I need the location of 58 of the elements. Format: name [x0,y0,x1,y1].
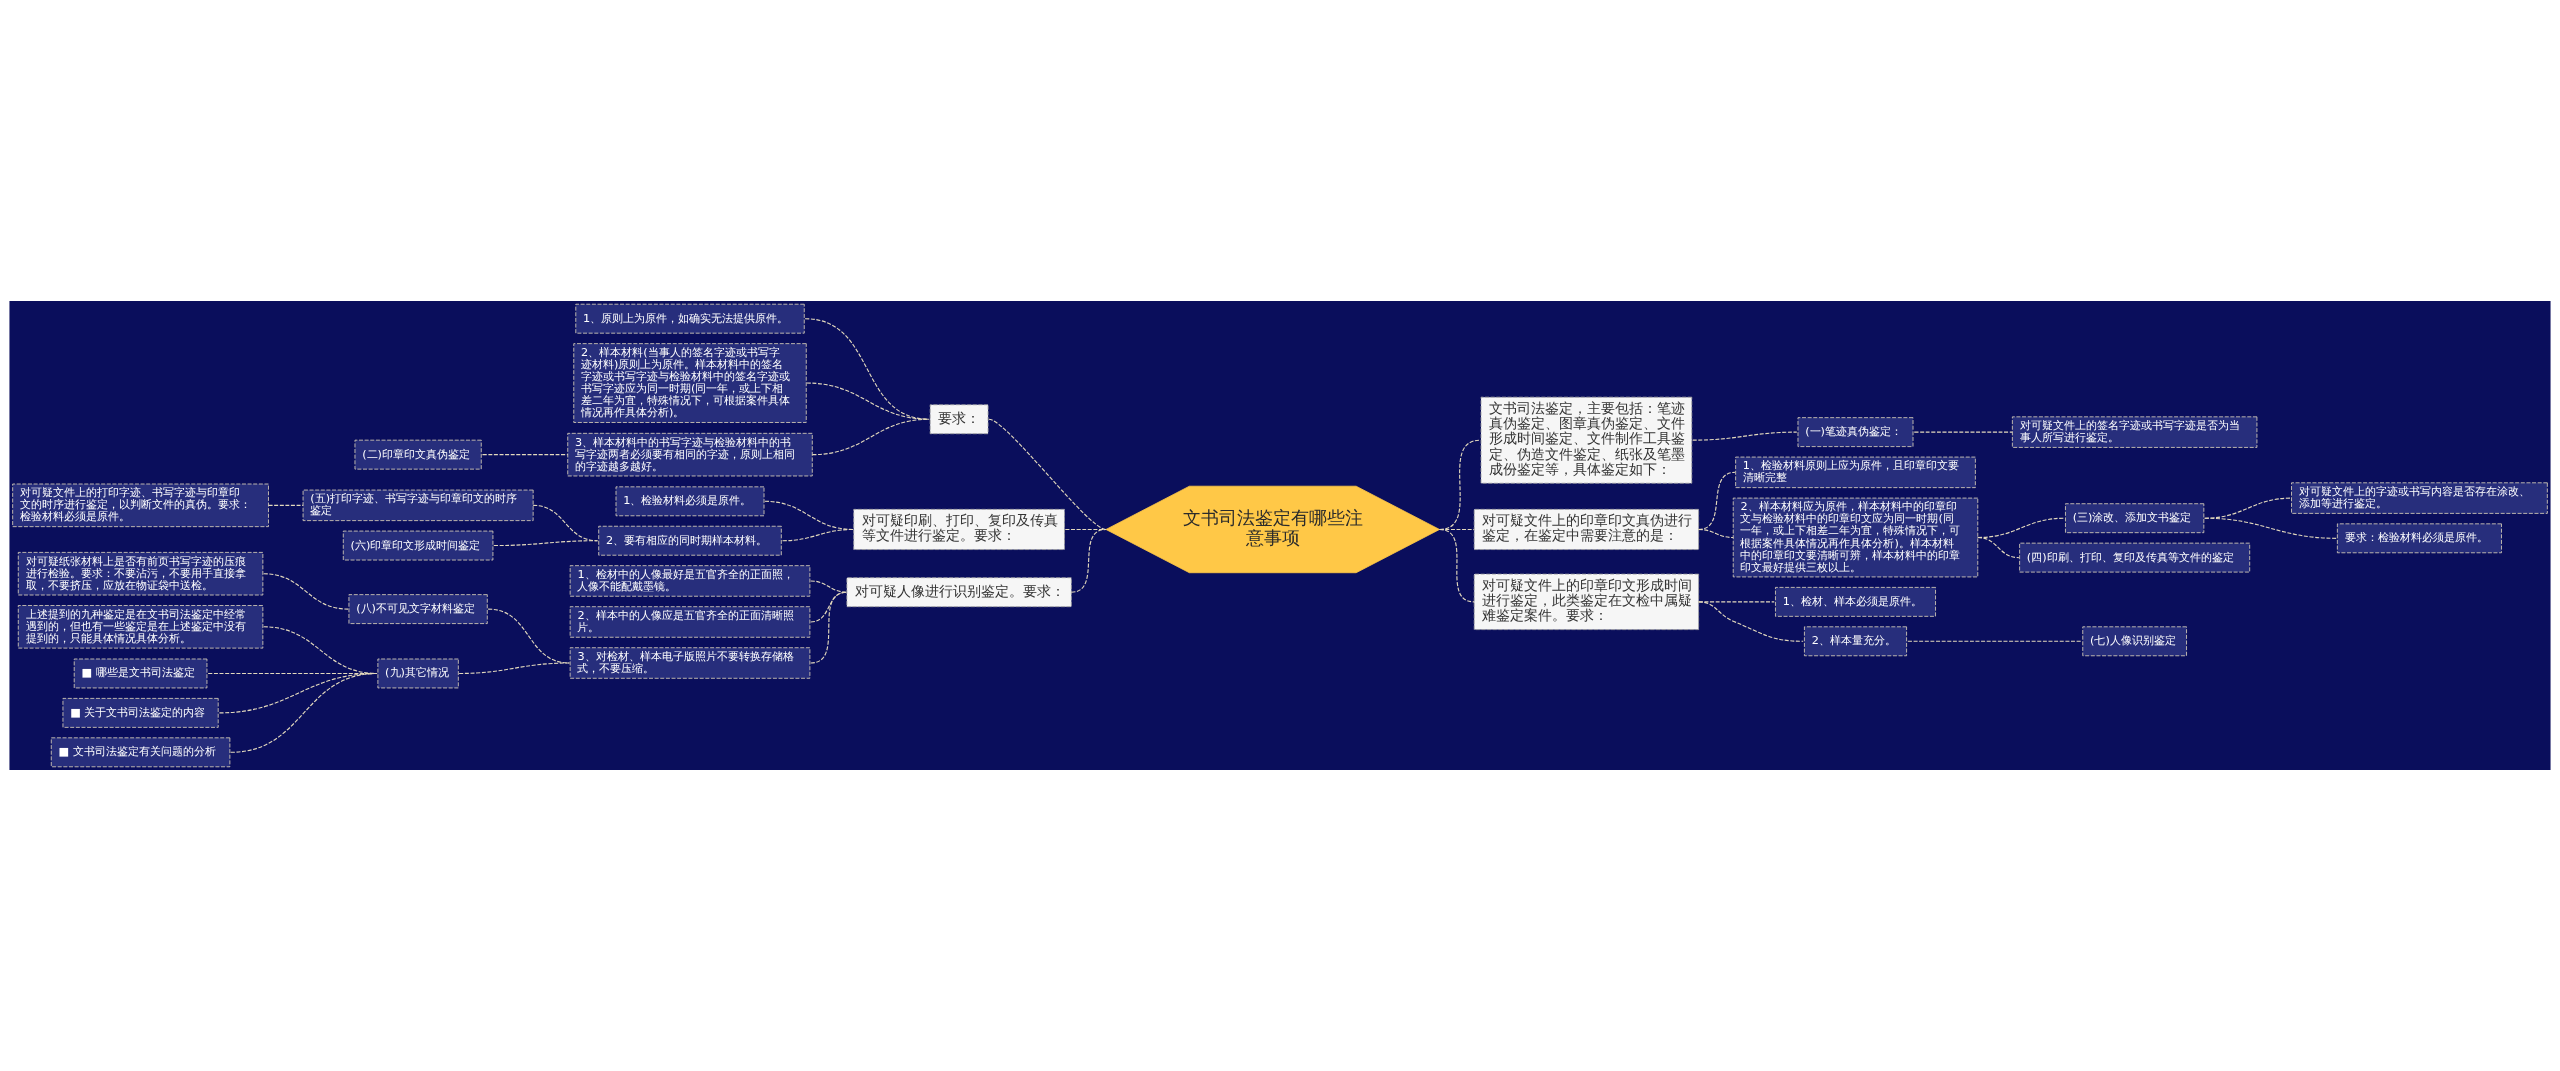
node-box: ■ 哪些是文书司法鉴定 [73,658,208,689]
node-box: ■ 关于文书司法鉴定的内容 [62,698,219,728]
node-box: (七)人像识别鉴定 [2082,626,2187,657]
connector [1913,431,2013,433]
node-box: 1、原则上为原件，如确实无法提供原件。 [575,303,805,334]
connector [810,591,848,664]
node-box: 对可疑印刷、打印、复印及传真等文件进行鉴定。要求： [853,508,1065,550]
node-box: (九)其它情况 [377,658,459,689]
node-box: 对可疑文件上的打印字迹、书写字迹与印章印文的时序进行鉴定，以判断文件的真伪。要求：检验材料必须是原件。 [12,483,269,528]
connector [1692,431,1798,441]
node-box: (六)印章印文形成时间鉴定 [342,530,494,561]
node-box: 1、检材、样本必须是原件。 [1775,587,1936,617]
node-box: 2、样本材料(当事人的签名字迹或书写字迹材料)原则上为原件。样本材料中的签名字迹或书写字迹与检验材料中的签名字迹或书写字迹应为同一时期(同一年，或上下相差二年为宜，特殊情况下，可根据案件具体情况再作具体分析)。 [573,343,807,423]
node-box: ■ 文书司法鉴定有关问题的分析 [50,737,231,768]
node-box: 1、检验材料必须是原件。 [615,486,765,517]
node-box: 2、样本量充分。 [1804,626,1907,657]
connector [1698,601,1804,642]
node-box: 2、样本中的人像应是五官齐全的正面清晰照片。 [569,606,811,638]
connector [1977,536,2020,559]
node-box: 要求： [929,404,989,435]
node-box: 2、要有相应的同时期样本材料。 [598,525,782,556]
connector [1698,528,1734,539]
connector [781,528,854,542]
node-box: (三)涂改、添加文书鉴定 [2065,503,2205,534]
node-box: (八)不可见文字材料鉴定 [348,594,488,624]
connector [458,662,570,675]
connector [811,418,930,456]
node-box: 对可疑文件上的印章印文形成时间进行鉴定，此类鉴定在文检中属疑难鉴定案件。要求： [1473,573,1700,630]
node-box: 3、样本材料中的书写字迹与检验材料中的书写字迹两者必须要有相同的字迹，原则上相同的字迹越多越好。 [567,432,813,477]
connector [764,500,854,531]
node-box: 文书司法鉴定，主要包括：笔迹真伪鉴定、图章真伪鉴定、文件形成时间鉴定、文件制作工具鉴定、伪造文件鉴定、纸张及笔墨成份鉴定等，具体鉴定如下： [1480,396,1693,484]
connector [810,591,848,623]
node-box: 上述提到的九种鉴定是在文书司法鉴定中经常遇到的，但也有一些鉴定是在上述鉴定中没有提到的，只能具体情况具体分析。 [17,605,264,649]
connector [493,540,599,547]
node-box: (二)印章印文真伪鉴定 [354,439,482,470]
connector [263,573,349,610]
node-box: 对可疑文件上的印章印文真伪进行鉴定，在鉴定中需要注意的是： [1473,508,1700,550]
node-box: 对可疑文件上的字迹或书写内容是否存在涂改、添加等进行鉴定。 [2291,482,2548,514]
connector [1907,640,2083,642]
node-box: 对可疑文件上的签名字迹或书写字迹是否为当事人所写进行鉴定。 [2011,416,2258,448]
node-box: 1、检验材料原则上应为原件，且印章印文要清晰完整 [1735,456,1976,489]
node-box: (一)笔迹真伪鉴定： [1797,417,1914,447]
connector [1439,528,1475,603]
node-box: (五)打印字迹、书写字迹与印章印文的时序鉴定 [302,489,534,521]
node-box: (四)印刷、打印、复印及传真等文件的鉴定 [2019,542,2251,573]
connector [481,454,569,456]
node-box: 2、样本材料应为原件，样本材料中的印章印文与检验材料中的印章印文应为同一时期(同一年，或上下相差二年为宜，特殊情况下，可根据案件具体情况再作具体分析)。样本材料中的印章印文要清晰可辨，样本材料中的印章印文最好提供三枚以上。 [1732,497,1979,578]
connector [810,580,848,593]
connector [1070,528,1107,593]
node-box: 对可疑人像进行识别鉴定。要求： [846,577,1072,608]
connector [230,672,378,753]
node-box: 对可疑纸张材料上是否有前页书写字迹的压痕进行检验。要求：不要沾污，不要用手直接拿取，不要挤压，应放在物证袋中送检。 [17,552,264,596]
connector [2204,517,2338,539]
connector [267,504,304,506]
node-box: 1、检材中的人像最好是五官齐全的正面照，人像不能配戴墨镜。 [569,565,811,597]
node-box: 要求：检验材料必须是原件。 [2336,523,2502,554]
connector [487,608,570,664]
node-box: 3、对检材、样本电子版照片不要转换存储格式，不要压缩。 [569,647,811,679]
